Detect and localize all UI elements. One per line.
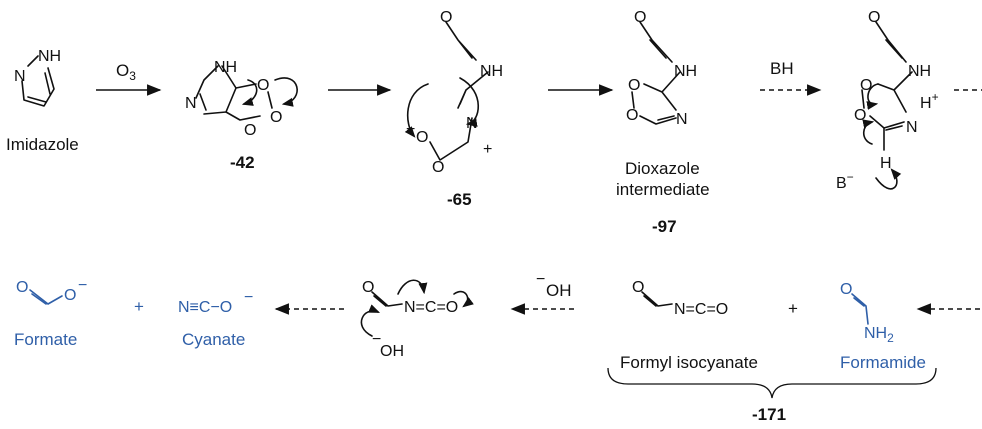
protonated-intermediate: O NH O O N H+ H B−	[836, 9, 982, 192]
formamide-label: Formamide	[840, 353, 926, 372]
formate-label: Formate	[14, 330, 77, 349]
imidazole-nh-atom: NH	[38, 48, 61, 65]
dioxazole-o-atom-2: O	[626, 107, 638, 124]
ozonide-o-atom-1: O	[257, 77, 269, 94]
dioxazole-o-atom-1: O	[628, 77, 640, 94]
zwitterion-n-atom: N	[466, 115, 478, 132]
formyl-isocyanate-chain: N=C=O	[674, 301, 728, 318]
cyanate-label: Cyanate	[182, 330, 245, 349]
formyl-isocyanate: O N=C=O Formyl isocyanate	[620, 279, 758, 372]
protonated-h-atom: H	[880, 155, 892, 172]
hydroxide-attack-intermediate: O N=C=O − OH	[360, 279, 474, 360]
cyanate-product: N≡C−O − Cyanate	[178, 289, 253, 349]
plus-sign-reactants: +	[788, 299, 798, 318]
cyanate-minus: −	[244, 289, 253, 306]
formate-product: O O − Formate	[14, 277, 87, 349]
imidazole-molecule: NH N Imidazole	[6, 48, 79, 154]
formamide-nh2: NH2	[864, 325, 894, 345]
dioxazole-intermediate: O NH O O N Dioxazole intermediate -97	[616, 9, 710, 236]
formate-minus: −	[78, 277, 87, 294]
formate-o-atom-1: O	[16, 279, 28, 296]
protonated-n-atom: N	[906, 119, 918, 136]
dioxazole-o-atom: O	[634, 9, 646, 26]
protonated-nh-atom: NH	[908, 63, 931, 80]
dioxazole-n-atom: N	[676, 111, 688, 128]
ozonide-value: -42	[230, 153, 255, 172]
ozonolysis-arrow: O3	[96, 61, 162, 96]
zwitterion-o-atom-2: O	[432, 159, 444, 176]
dioxazole-label-line2: intermediate	[616, 180, 710, 199]
protonated-h-plus: H+	[920, 90, 939, 112]
zwitterion-o-atom-1: O	[416, 129, 428, 146]
ozonide-o-atom-2: O	[270, 109, 282, 126]
acid-reagent: BH	[770, 59, 794, 78]
protonated-o-atom: O	[868, 9, 880, 26]
protonated-o-atom-1: O	[860, 77, 872, 94]
ozone-reagent: O3	[116, 61, 136, 83]
base-atom: B−	[836, 170, 854, 192]
attack-hydroxide: OH	[380, 343, 404, 360]
cyanate-formula: N≡C−O	[178, 299, 232, 316]
ozonide-nh-atom: NH	[214, 59, 237, 76]
protonation-arrow: BH	[760, 59, 822, 96]
dioxazole-label-line1: Dioxazole	[625, 159, 700, 178]
formamide-o-atom: O	[840, 281, 852, 298]
zwitterion-value: -65	[447, 190, 472, 209]
ozonide-o-atom-3: O	[244, 122, 256, 139]
dioxazole-value: -97	[652, 217, 677, 236]
imidazole-label: Imidazole	[6, 135, 79, 154]
plus-sign-products: +	[134, 297, 144, 316]
zwitterion-nh-atom: NH	[480, 63, 503, 80]
ozonide-intermediate: NH N O O O -42	[185, 59, 298, 172]
zwitterion-intermediate: O NH N O O − + -65	[404, 9, 503, 209]
zwitterion-minus: −	[406, 121, 415, 138]
formyl-isocyanate-o-atom: O	[632, 279, 644, 296]
hydrolysis-arrow-1: − OH	[510, 271, 574, 315]
formamide: O NH2 Formamide	[840, 281, 926, 372]
attack-o-atom: O	[362, 279, 374, 296]
formate-o-atom-2: O	[64, 287, 76, 304]
protonated-o-atom-2: O	[854, 107, 866, 124]
zwitterion-o-atom: O	[440, 9, 452, 26]
ozonide-n-atom: N	[185, 95, 197, 112]
attack-chain: N=C=O	[404, 299, 458, 316]
zwitterion-plus: +	[483, 141, 492, 158]
hydroxide-minus: −	[536, 271, 545, 288]
formyl-isocyanate-label: Formyl isocyanate	[620, 353, 758, 372]
attack-hydroxide-minus: −	[372, 331, 381, 348]
combined-brace	[607, 367, 937, 399]
combined-value: -171	[752, 405, 786, 424]
dioxazole-nh-atom: NH	[674, 63, 697, 80]
hydroxide-reagent: OH	[546, 281, 572, 300]
imidazole-n-atom: N	[14, 68, 26, 85]
